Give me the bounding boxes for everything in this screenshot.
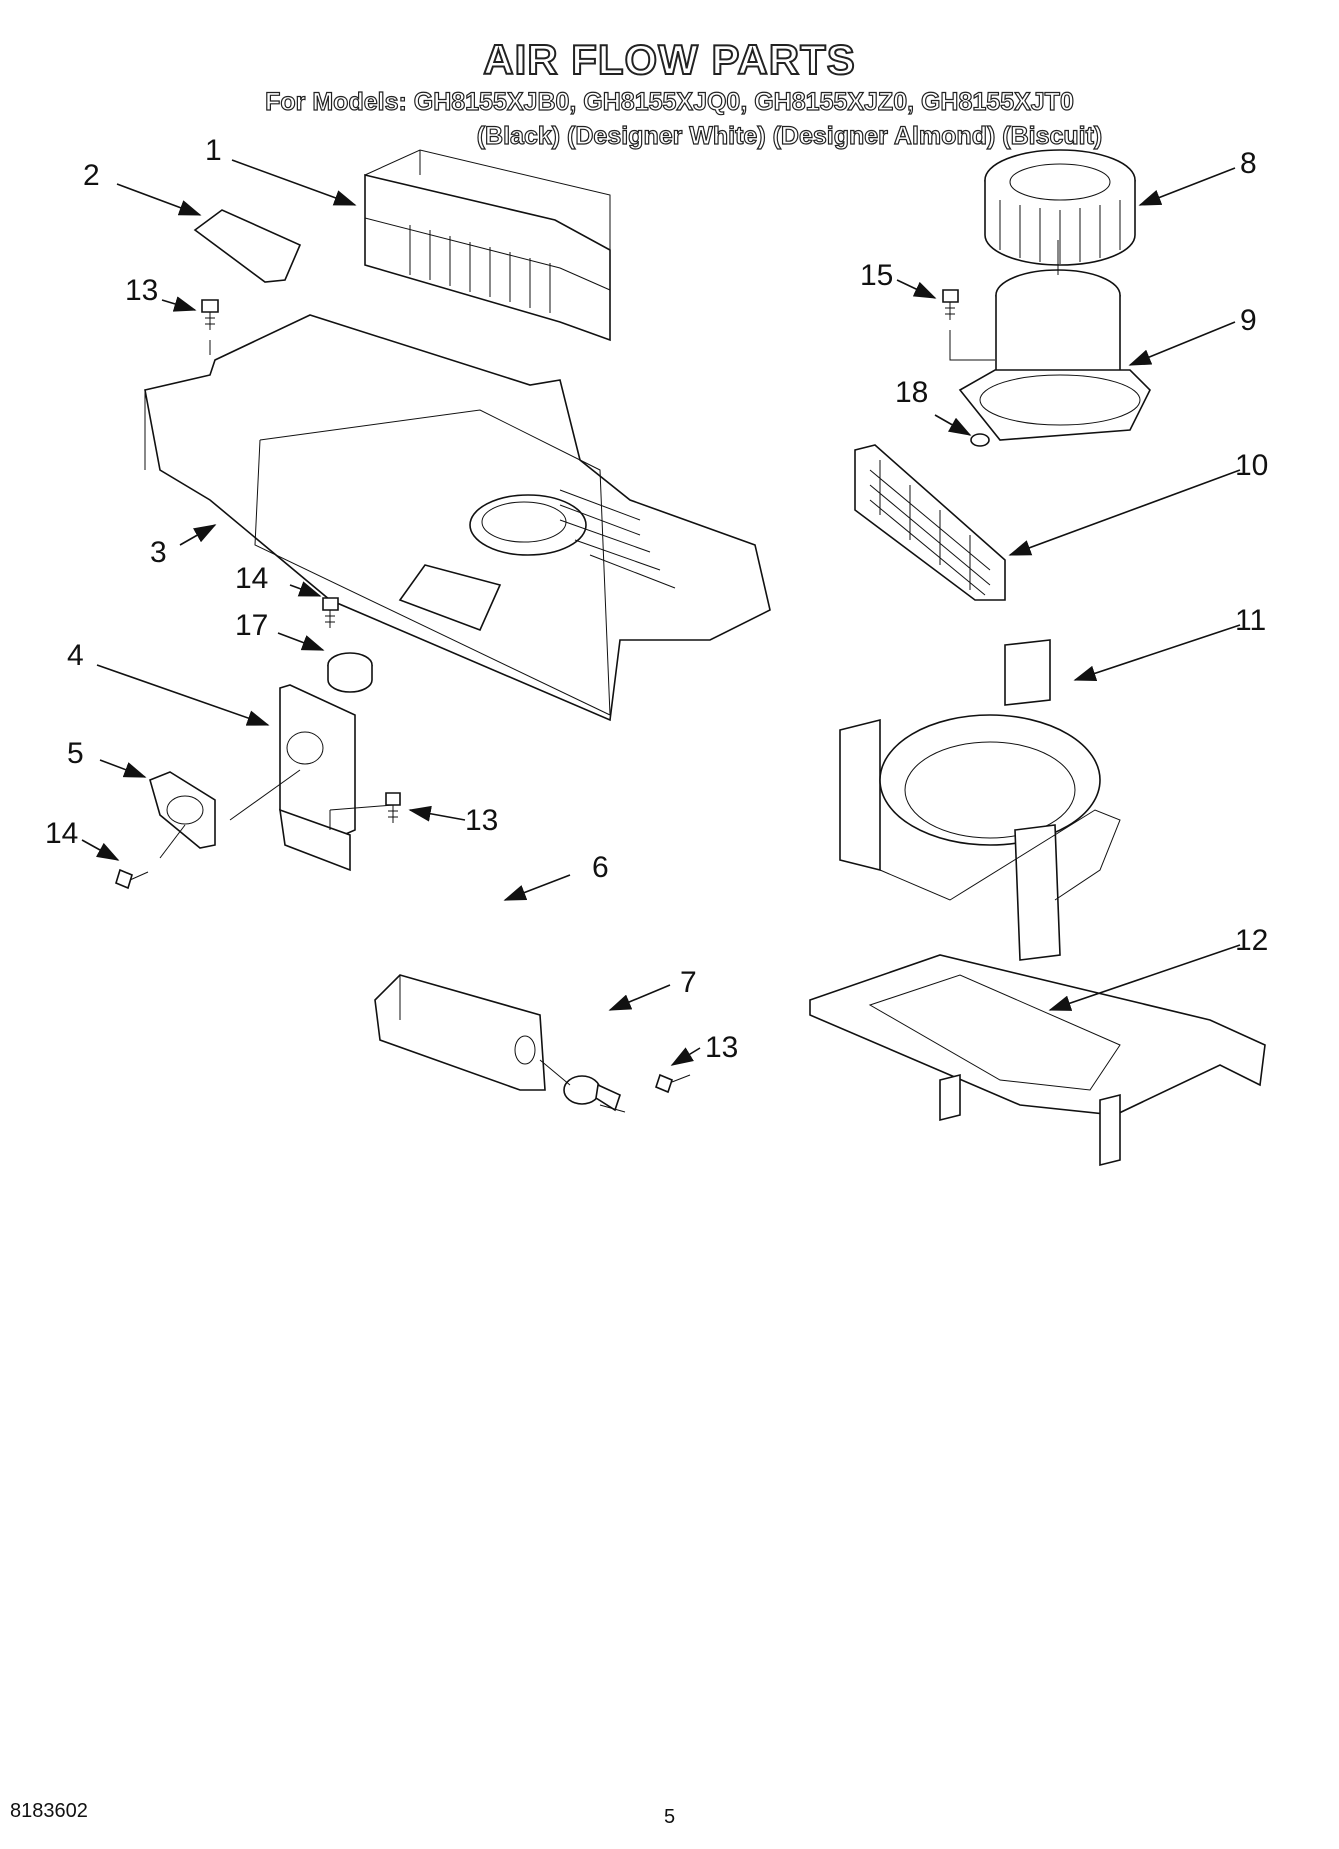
part-10-filter-grille [854,444,1006,601]
part-6-socket-bracket [374,974,546,1091]
leader-lines [81,159,1241,1066]
callout-10: 10 [1235,449,1268,482]
washer-18 [970,433,990,447]
callout-12: 12 [1235,924,1268,957]
callout-13-middle: 13 [465,804,498,837]
screw-14-lower [115,868,149,890]
part-1-louver-grille [364,149,611,342]
callout-11: 11 [1235,604,1266,637]
callout-14-upper: 14 [235,562,268,595]
callout-2: 2 [83,159,100,192]
screw-13-lower [655,1073,691,1094]
part-11-blower-housing [839,639,1121,961]
callout-17: 17 [235,609,268,642]
part-3-air-duct [144,314,771,722]
callout-6: 6 [592,851,609,884]
callout-1: 1 [205,134,222,167]
part-7-light-bulb [563,1075,621,1112]
page-number: 5 [664,1806,676,1828]
callout-9: 9 [1240,304,1257,337]
screw-13-upper-left [201,299,219,355]
callout-18: 18 [895,376,928,409]
connector-lines [159,240,1059,1113]
callout-8: 8 [1240,147,1257,180]
part-4-bracket [279,684,356,872]
part-5-thermal-cutout [149,771,216,849]
callout-13-upper: 13 [125,274,158,307]
doc-number: 8183602 [10,1800,88,1822]
part-2-deflector [193,209,302,283]
thermostat-17 [327,652,373,693]
callout-15: 15 [860,259,893,292]
callout-13-lower: 13 [705,1031,738,1064]
callout-7: 7 [680,966,697,999]
models-line: For Models: GH8155XJB0, GH8155XJQ0, GH81… [265,87,1075,116]
part-9-fan-motor [958,269,1151,441]
page-title: AIR FLOW PARTS [482,35,856,84]
screw-14-upper [322,597,339,628]
screw-13-middle [385,792,401,823]
callout-5: 5 [67,737,84,770]
callout-4: 4 [67,639,84,672]
callout-3: 3 [150,536,167,569]
part-8-fan-ring [984,149,1136,266]
colors-line: (Black) (Designer White) (Designer Almon… [476,121,1103,150]
screw-15 [942,289,959,320]
part-12-mounting-plate [809,954,1266,1167]
callout-14-lower: 14 [45,817,78,850]
